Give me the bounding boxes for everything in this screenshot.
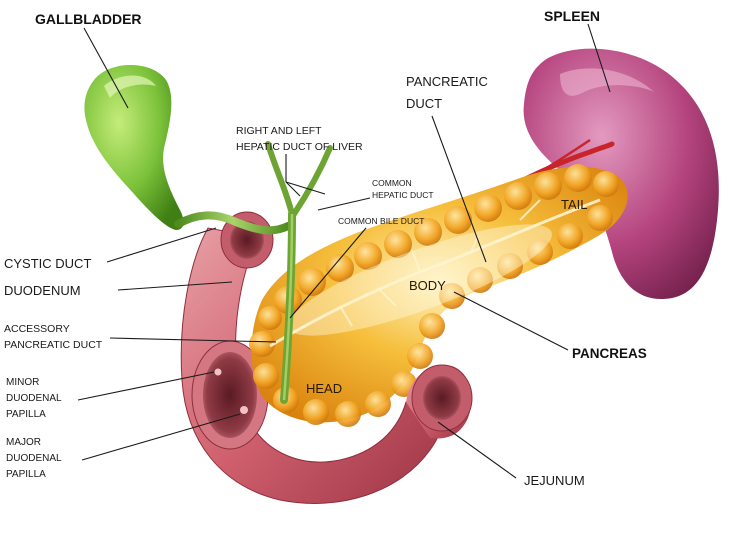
common-hepatic-duct-label-line1: COMMON <box>372 178 412 188</box>
common-hepatic-duct-label-line2: HEPATIC DUCT <box>372 190 434 200</box>
hepatic-duct-label-line2: HEPATIC DUCT OF LIVER <box>236 141 363 153</box>
common-bile-duct-label: COMMON BILE DUCT <box>338 216 424 226</box>
body-label: BODY <box>409 278 446 293</box>
hepatic-duct-label-line1: RIGHT AND LEFT <box>236 125 322 137</box>
cystic-duct-label: CYSTIC DUCT <box>4 256 91 271</box>
head-label: HEAD <box>306 381 342 396</box>
jejunum-organ <box>406 364 473 439</box>
leader-lines <box>77 23 611 479</box>
tail-label: TAIL <box>561 197 588 212</box>
minor-duodenal-papilla-label-line1: MINOR <box>6 377 39 388</box>
gallbladder-organ <box>84 65 184 230</box>
gallbladder-label: GALLBLADDER <box>35 11 142 27</box>
pancreatic-duct-label-line2: DUCT <box>406 96 442 111</box>
major-duodenal-papilla-label-line2: DUODENAL <box>6 453 62 464</box>
spleen-label: SPLEEN <box>544 8 600 24</box>
minor-duodenal-papilla-label-line2: DUODENAL <box>6 393 62 404</box>
major-duodenal-papilla-label-line3: PAPILLA <box>6 469 46 480</box>
pancreas-organ <box>249 164 628 427</box>
minor-duodenal-papilla-label-line3: PAPILLA <box>6 409 46 420</box>
major-duodenal-papilla-label-line1: MAJOR <box>6 437 41 448</box>
pancreas-label: PANCREAS <box>572 346 647 361</box>
biliary-ducts <box>174 141 333 404</box>
jejunum-label: JEJUNUM <box>524 473 585 488</box>
accessory-pancreatic-duct-label-line2: PANCREATIC DUCT <box>4 339 103 351</box>
accessory-pancreatic-duct-label-line1: ACCESSORY <box>4 323 70 335</box>
pancreas-lobules <box>249 164 619 427</box>
duodenum-label: DUODENUM <box>4 283 81 298</box>
pancreatic-duct-label-line1: PANCREATIC <box>406 74 488 89</box>
